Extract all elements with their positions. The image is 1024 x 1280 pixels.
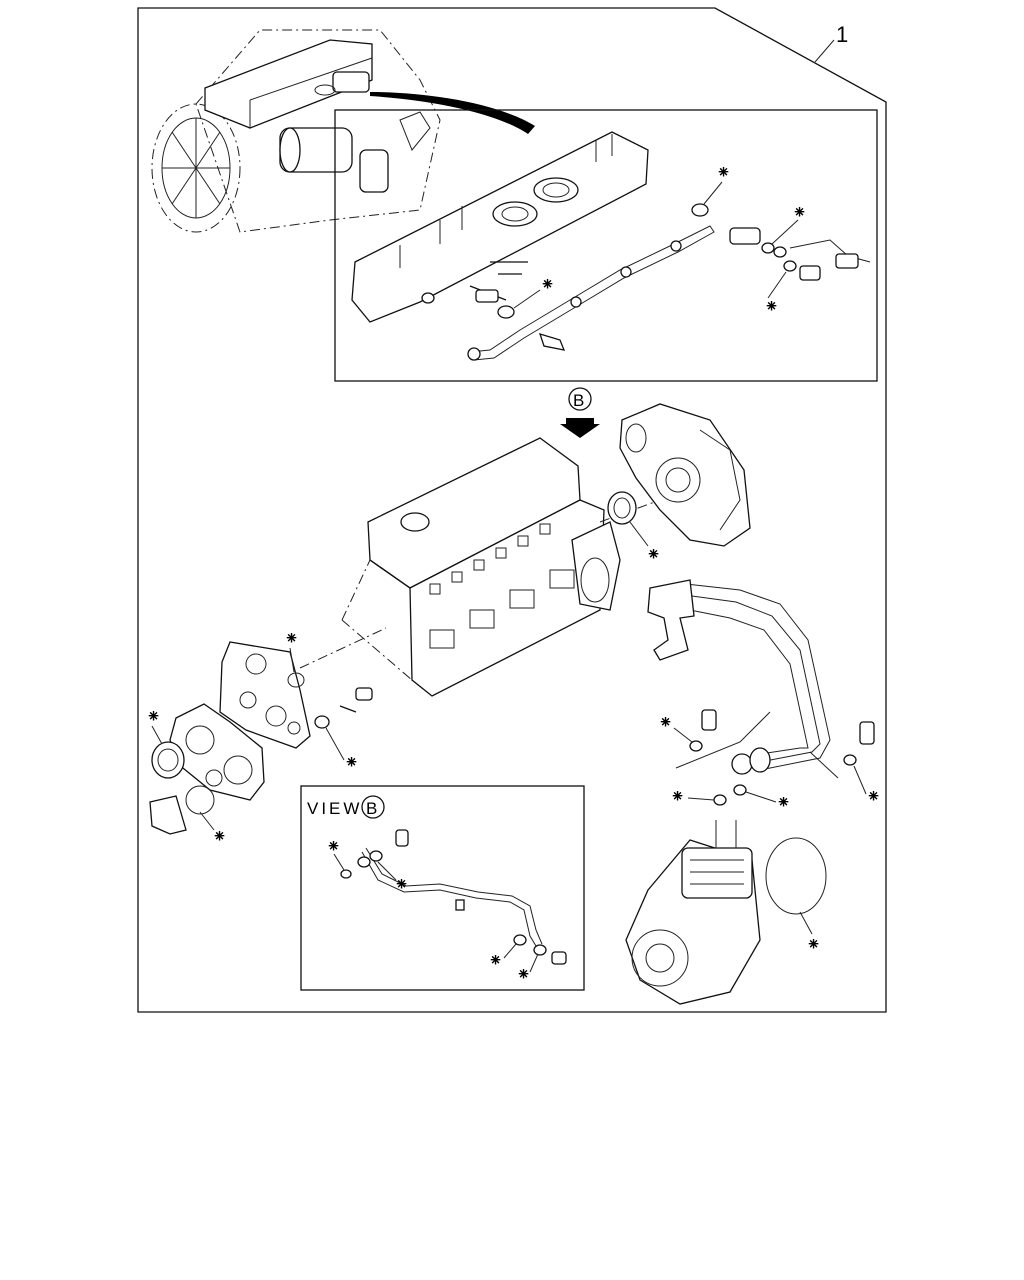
pipe-bolts-and-washers [675, 709, 875, 806]
timing-gear-case-gasket [219, 641, 311, 749]
kit-marker-manifold-2: ⁕ [792, 202, 807, 223]
kit-marker-rear-seal: ⁕ [646, 544, 661, 565]
kit-marker-view-b-4: ⁕ [516, 964, 531, 985]
kit-marker-manifold-1: ⁕ [716, 162, 731, 183]
leak-off-pipe [340, 829, 567, 965]
kit-marker-pump-o-ring: ⁕ [806, 934, 821, 955]
manifold-studs [469, 261, 528, 303]
view-b-marker-circle [568, 387, 592, 411]
front-small-parts [149, 687, 373, 835]
kit-marker-view-b-3: ⁕ [488, 950, 503, 971]
front-oil-seal [151, 741, 185, 779]
exhaust-port [332, 71, 370, 93]
kit-marker-front-3: ⁕ [344, 752, 359, 773]
view-b-inset-box [300, 785, 585, 991]
supply-pump-o-ring [765, 837, 827, 915]
kit-marker-pipe-3: ⁕ [670, 786, 685, 807]
view-b-marker-letter: B [573, 391, 584, 410]
view-direction-arrow-icon [560, 418, 600, 438]
view-b-label: VIEW [307, 799, 362, 818]
egr-pipe [467, 225, 715, 361]
kit-marker-manifold-3: ⁕ [540, 274, 555, 295]
manifold-gasket-washers [497, 203, 871, 351]
view-b-label-letter: B [366, 799, 377, 818]
kit-outline-frame [137, 7, 887, 1013]
kit-marker-pipe-4: ⁕ [776, 792, 791, 813]
supply-pump [625, 820, 761, 1005]
callout-leader-line [814, 39, 835, 63]
kit-marker-front-4: ⁕ [212, 826, 227, 847]
engine-head-cover [204, 39, 373, 129]
zoom-indicator-arrow [370, 92, 535, 134]
injection-pipes [647, 579, 831, 775]
flywheel-housing [151, 103, 241, 233]
flywheel-housing-rear [619, 403, 751, 547]
kit-marker-view-b-2: ⁕ [394, 874, 409, 895]
engine-block [341, 437, 621, 697]
kit-marker-pipe-2: ⁕ [866, 786, 881, 807]
kit-marker-front-2: ⁕ [146, 706, 161, 727]
kit-marker-manifold-4: ⁕ [764, 296, 779, 317]
callout-number: 1 [836, 22, 848, 47]
assembly-centerline [299, 627, 387, 669]
oil-filler-cap [400, 512, 430, 532]
kit-marker-front-1: ⁕ [284, 628, 299, 649]
kit-marker-view-b-1: ⁕ [326, 836, 341, 857]
kit-marker-pipe-1: ⁕ [658, 712, 673, 733]
engine-overview-drawing [151, 29, 441, 233]
view-b-label-circle [361, 795, 385, 819]
manifold-detail-box [334, 109, 878, 382]
exhaust-manifold [351, 131, 649, 323]
rear-oil-seal [607, 491, 637, 525]
front-o-rings [185, 672, 330, 815]
